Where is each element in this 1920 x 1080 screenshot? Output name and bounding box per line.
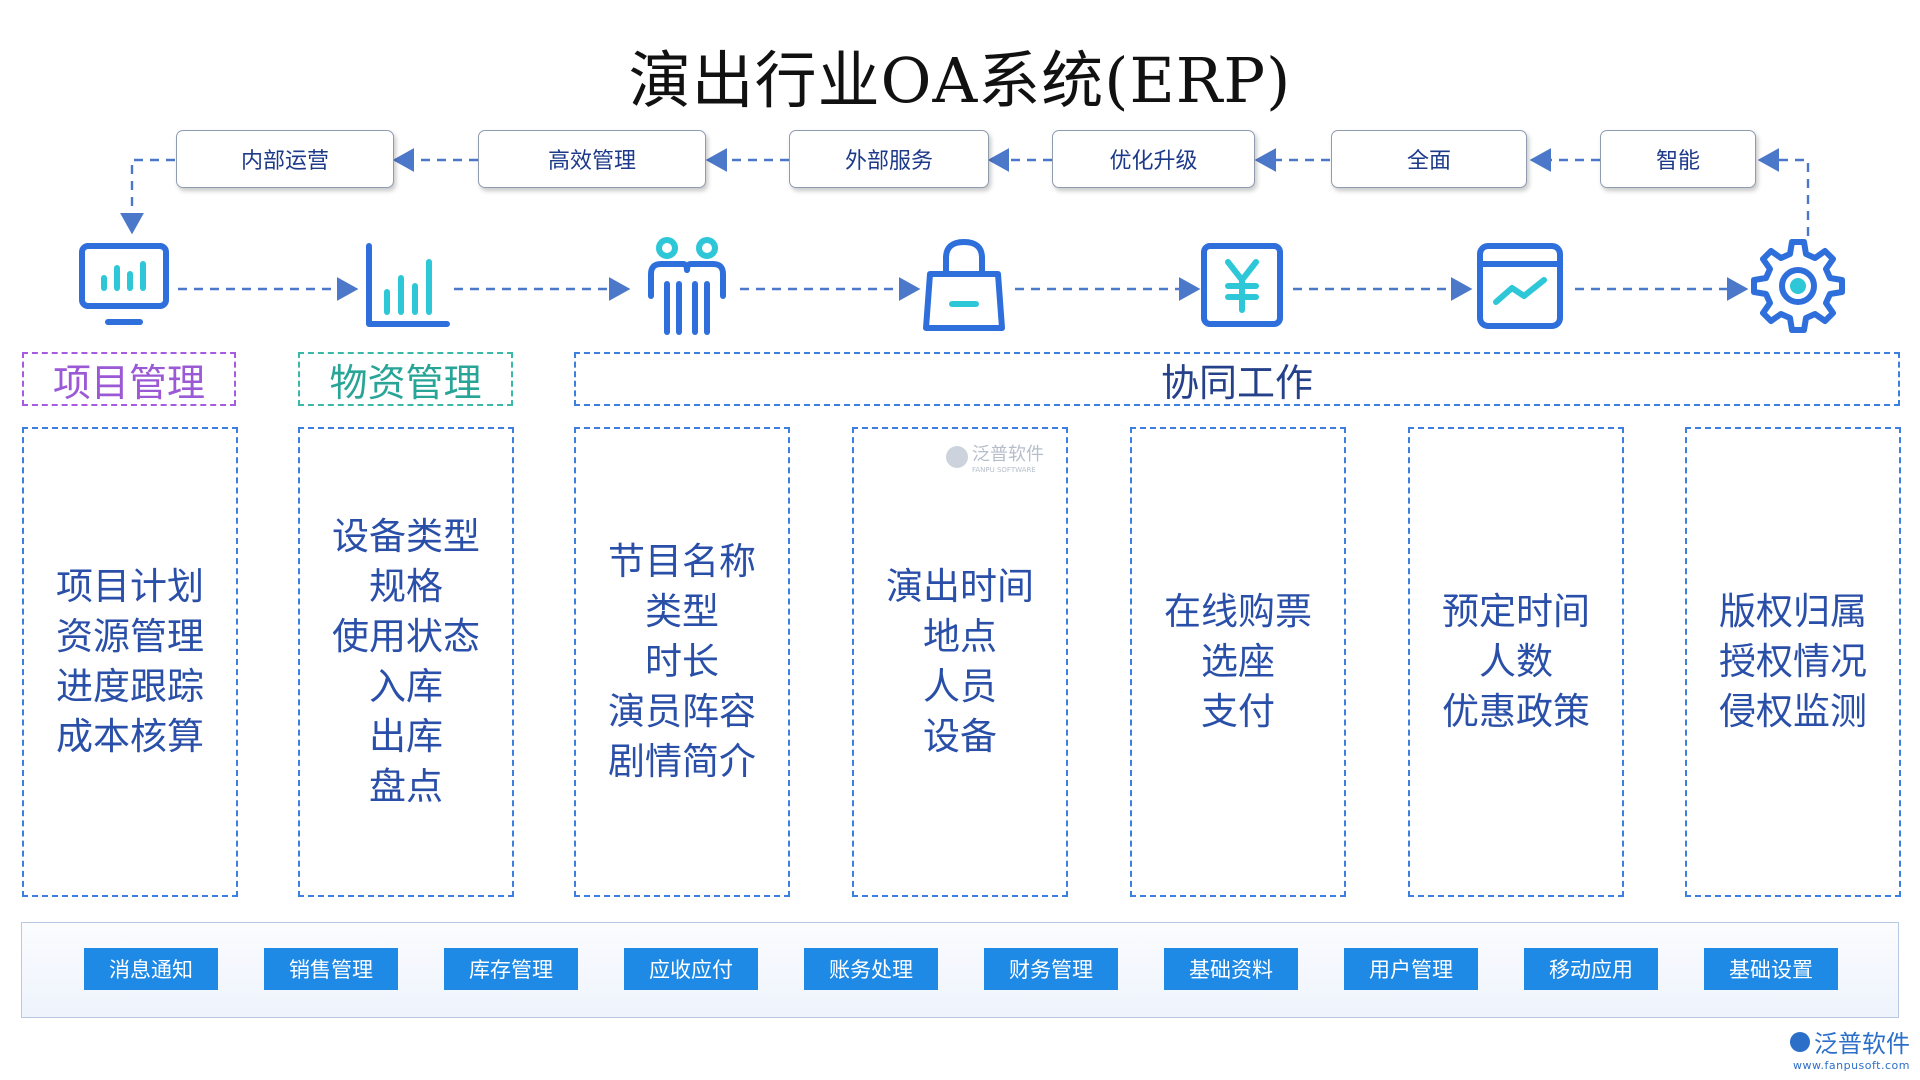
module-button-inventory[interactable]: 库存管理 [444,948,578,990]
logo-icon [946,446,968,468]
flow-pill-internal-ops: 内部运营 [176,130,394,188]
flow-pill-efficient-mgmt: 高效管理 [478,130,706,188]
column-item: 出库 [369,715,443,758]
page-title: 演出行业OA系统(ERP) [628,44,1292,117]
people-icon [637,236,737,336]
column-item: 支付 [1201,690,1275,733]
module-button-mobile[interactable]: 移动应用 [1524,948,1658,990]
brand-name: 泛普软件 [1814,1030,1910,1058]
column-item: 选座 [1201,640,1275,683]
column-item: 版权归属 [1719,590,1867,633]
module-button-users[interactable]: 用户管理 [1344,948,1478,990]
brand-url: www.fanpusoft.com [1793,1059,1910,1072]
column-item: 人数 [1479,640,1553,683]
column-materials: 设备类型 规格 使用状态 入库 出库 盘点 [298,427,514,897]
column-item: 时长 [645,640,719,683]
flow-pill-optimize-upgrade: 优化升级 [1052,130,1255,188]
column-item: 成本核算 [56,715,204,758]
column-item: 使用状态 [332,615,480,658]
column-project: 项目计划 资源管理 进度跟踪 成本核算 [22,427,238,897]
column-item: 优惠政策 [1442,690,1590,733]
column-item: 预定时间 [1442,590,1590,633]
brand-logo: 泛普软件 www.fanpusoft.com [1790,1024,1910,1072]
watermark-sub: FANPU SOFTWARE [972,466,1036,474]
column-reservation: 预定时间 人数 优惠政策 [1408,427,1624,897]
flow-pill-smart: 智能 [1600,130,1756,188]
trend-window-icon [1470,236,1570,336]
module-button-basic-data[interactable]: 基础资料 [1164,948,1298,990]
column-item: 侵权监测 [1719,690,1867,733]
brand-logo-icon [1790,1031,1810,1052]
column-item: 入库 [369,665,443,708]
flow-pill-comprehensive: 全面 [1331,130,1527,188]
monitor-chart-icon [74,236,174,336]
shopping-bag-icon [914,236,1014,336]
column-item: 演出时间 [886,565,1034,608]
column-item: 剧情简介 [608,740,756,783]
column-item: 演员阵容 [608,690,756,733]
column-item: 节目名称 [608,540,756,583]
column-item: 在线购票 [1164,590,1312,633]
column-item: 授权情况 [1719,640,1867,683]
column-performance: 演出时间 地点 人员 设备 [852,427,1068,897]
column-item: 人员 [923,665,997,708]
module-button-notifications[interactable]: 消息通知 [84,948,218,990]
column-item: 地点 [923,615,997,658]
bar-chart-icon [357,236,457,336]
column-item: 资源管理 [56,615,204,658]
gear-icon [1748,236,1848,336]
module-button-accounting[interactable]: 账务处理 [804,948,938,990]
category-materials-management: 物资管理 [298,352,513,406]
column-item: 设备 [923,715,997,758]
yuan-currency-icon [1192,236,1292,336]
column-item: 类型 [645,590,719,633]
module-button-receivables[interactable]: 应收应付 [624,948,758,990]
watermark: 泛普软件 FANPU SOFTWARE [946,440,1044,474]
flow-pill-external-service: 外部服务 [789,130,989,188]
module-button-settings[interactable]: 基础设置 [1704,948,1838,990]
column-ticketing: 在线购票 选座 支付 [1130,427,1346,897]
column-item: 设备类型 [332,515,480,558]
category-project-management: 项目管理 [22,352,236,406]
column-copyright: 版权归属 授权情况 侵权监测 [1685,427,1901,897]
module-button-sales[interactable]: 销售管理 [264,948,398,990]
column-item: 项目计划 [56,565,204,608]
watermark-name: 泛普软件 [972,444,1044,465]
column-program: 节目名称 类型 时长 演员阵容 剧情简介 [574,427,790,897]
column-item: 规格 [369,565,443,608]
column-item: 盘点 [369,765,443,808]
column-item: 进度跟踪 [56,665,204,708]
module-button-finance[interactable]: 财务管理 [984,948,1118,990]
category-collaboration: 协同工作 [574,352,1900,406]
